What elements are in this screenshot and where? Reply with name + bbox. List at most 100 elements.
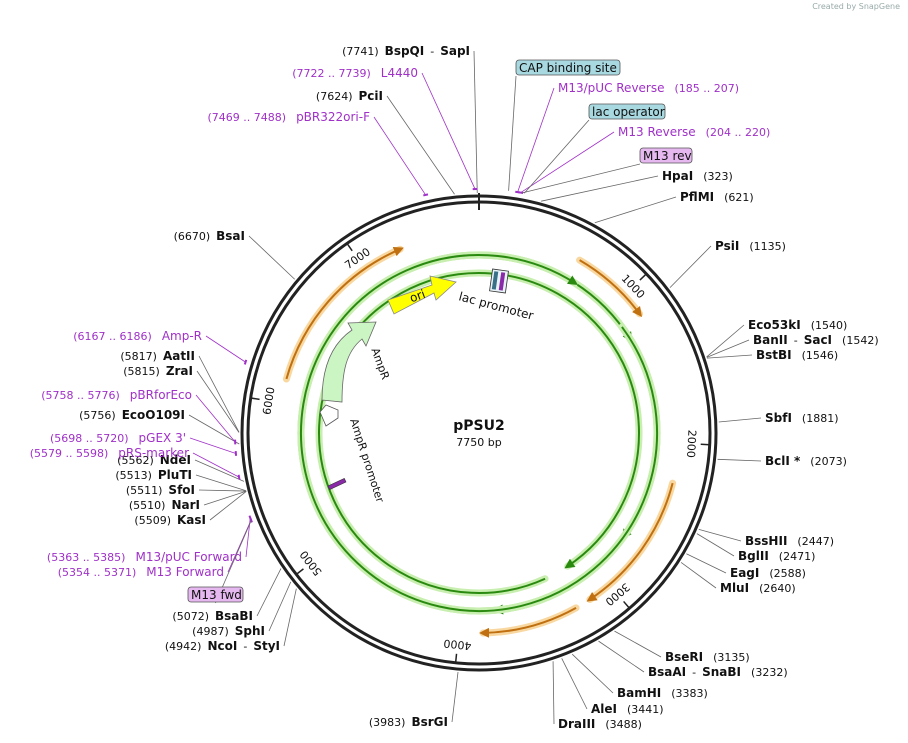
enzyme-label: (5756)EcoO109I: [79, 408, 185, 422]
primer-pbr322ori[interactable]: (7469 .. 7488)pBR322ori-F: [208, 110, 371, 124]
enzyme-leader: [541, 175, 659, 202]
ampr-label: AmpR: [368, 346, 392, 382]
primer-label: (5363 .. 5385)M13/pUC Forward: [47, 550, 242, 564]
enzyme-leader: [283, 588, 297, 647]
enzyme-site-bseri[interactable]: BseRI(3135): [665, 650, 750, 664]
enzyme-leader: [198, 355, 240, 433]
enzyme-label: PsiI(1135): [715, 239, 786, 253]
enzyme-label: BglII(2471): [738, 549, 815, 563]
tick-mark: [295, 568, 304, 575]
enzyme-leader: [706, 324, 745, 358]
enzyme-label: MluI(2640): [720, 581, 796, 595]
orf-orange-bottom[interactable]: [479, 606, 577, 638]
enzyme-leader: [188, 414, 240, 445]
feature-box: [187, 586, 244, 603]
enzyme-site-draiii[interactable]: DraIII(3488): [558, 717, 642, 731]
enzyme-site-sfoi[interactable]: (5511)SfoI: [126, 483, 195, 497]
feature-leader: [523, 119, 590, 194]
primer-pgex3[interactable]: (5698 .. 5720)pGEX 3': [50, 431, 186, 445]
primer-prs-marker[interactable]: (5579 .. 5598)pRS-marker: [30, 446, 189, 460]
enzyme-site-bamhi[interactable]: BamHI(3383): [617, 686, 708, 700]
orf-green-top[interactable]: [300, 254, 658, 612]
enzyme-label: (5510)NarI: [129, 498, 200, 512]
primer-m13-rev[interactable]: M13 Reverse(204 .. 220): [618, 125, 770, 139]
enzyme-site-bglii[interactable]: BglII(2471): [738, 549, 815, 563]
enzyme-site-bsaai[interactable]: BsaAI-SnaBI(3232): [648, 665, 788, 679]
enzyme-leader: [706, 354, 753, 359]
enzyme-label: (7741)BspQI-SapI: [342, 44, 470, 58]
primer-pbrforeco[interactable]: (5758 .. 5776)pBRforEco: [41, 388, 192, 402]
plasmid-name: pPSU2: [453, 418, 504, 434]
enzyme-site-alei[interactable]: AleI(3441): [591, 702, 664, 716]
lac-promoter-label: lac promoter: [457, 289, 535, 322]
enzyme-site-kasi[interactable]: (5509)KasI: [134, 513, 206, 527]
primer-m13puc-fwd[interactable]: (5363 .. 5385)M13/pUC Forward: [47, 550, 242, 564]
enzyme-leader: [696, 533, 735, 557]
enzyme-leader: [717, 458, 762, 462]
enzyme-site-banii[interactable]: BanII-SacI(1542): [753, 333, 879, 347]
enzyme-site-bstbi[interactable]: BstBI(1546): [756, 348, 838, 362]
orf-orange-right[interactable]: [586, 482, 674, 602]
tick-label: 6000: [260, 386, 277, 416]
boxed-feature-m13fwd[interactable]: M13 fwd: [187, 586, 244, 603]
enzyme-site-bsabi[interactable]: (5072)BsaBI: [172, 609, 253, 623]
feature-box-label: CAP binding site: [519, 61, 617, 75]
enzyme-site-zrai[interactable]: (5815)ZraI: [123, 364, 193, 378]
enzyme-layer: (7741)BspQI-SapI (7624)PciI HpaI(323) PflMI…: [79, 44, 878, 731]
enzyme-site-sphi[interactable]: (4987)SphI: [192, 624, 265, 638]
enzyme-site-pcii[interactable]: (7624)PciI: [316, 89, 383, 103]
primer-m13-fwd[interactable]: (5354 .. 5371)M13 Forward: [58, 565, 224, 579]
enzyme-leader: [248, 235, 295, 280]
orf-orange-top[interactable]: [579, 259, 642, 318]
enzyme-leader: [195, 474, 247, 492]
enzyme-site-psii[interactable]: PsiI(1135): [715, 239, 786, 253]
primer-leader: [192, 452, 240, 478]
enzyme-site-sbfi[interactable]: SbfI(1881): [765, 411, 839, 425]
enzyme-label: EagI(2588): [730, 566, 806, 580]
primer-label: (7469 .. 7488)pBR322ori-F: [208, 110, 371, 124]
enzyme-label: BseRI(3135): [665, 650, 750, 664]
enzyme-site-bsshii[interactable]: BssHII(2447): [745, 534, 834, 548]
enzyme-site-mlui[interactable]: MluI(2640): [720, 581, 796, 595]
tick-label: 2000: [684, 429, 698, 458]
boxed-feature-lacop[interactable]: lac operator: [588, 103, 666, 120]
primer-label: (5698 .. 5720)pGEX 3': [50, 431, 186, 445]
ori-feature[interactable]: ori: [387, 275, 457, 315]
orf-orange-left[interactable]: [285, 246, 404, 380]
enzyme-label: (5511)SfoI: [126, 483, 195, 497]
orf-green-inner[interactable]: [318, 272, 641, 594]
primer-l4440[interactable]: (7722 .. 7739)L4440: [292, 66, 418, 80]
enzyme-site-eagi[interactable]: EagI(2588): [730, 566, 806, 580]
ori-label: ori: [408, 287, 427, 305]
enzyme-leader: [386, 95, 455, 195]
enzyme-leader: [561, 658, 588, 710]
primer-amp-r[interactable]: (6167 .. 6186)Amp-R: [73, 329, 202, 343]
primer-leader: [520, 131, 615, 193]
boxed-feature-m13rev[interactable]: M13 rev: [639, 147, 693, 164]
enzyme-site-bcli[interactable]: BclI *(2073): [765, 454, 847, 468]
enzyme-leader: [451, 672, 459, 723]
primer-label: M13 Reverse(204 .. 220): [618, 125, 770, 139]
enzyme-site-nari[interactable]: (5510)NarI: [129, 498, 200, 512]
enzyme-site-pluti[interactable]: (5513)PluTI: [115, 468, 192, 482]
enzyme-label: (5513)PluTI: [115, 468, 192, 482]
enzyme-site-eco53ki[interactable]: Eco53kI(1540): [748, 318, 847, 332]
enzyme-label: PflMI(621): [680, 190, 754, 204]
enzyme-site-bsai[interactable]: (6670)BsaI: [174, 229, 245, 243]
feature-leader: [508, 75, 517, 191]
enzyme-site-aatii[interactable]: (5817)AatII: [120, 349, 195, 363]
tick-label: 4000: [443, 637, 472, 653]
enzyme-site-hpai[interactable]: HpaI(323): [662, 169, 733, 183]
enzyme-leader: [196, 370, 240, 433]
enzyme-site-ncoi[interactable]: (4942)NcoI-StyI: [165, 639, 280, 653]
enzyme-site-bsrgi[interactable]: (3983)BsrGI: [369, 715, 448, 729]
enzyme-label: SbfI(1881): [765, 411, 839, 425]
primer-m13puc-rev[interactable]: M13/pUC Reverse(185 .. 207): [558, 81, 739, 95]
enzyme-site-eco0109i[interactable]: (5756)EcoO109I: [79, 408, 185, 422]
enzyme-site-bspqi[interactable]: (7741)BspQI-SapI: [342, 44, 470, 58]
enzyme-leader: [256, 568, 282, 617]
enzyme-site-pflmi[interactable]: PflMI(621): [680, 190, 754, 204]
enzyme-site-ndei[interactable]: (5562)NdeI: [117, 453, 191, 467]
boxed-feature-cap[interactable]: CAP binding site: [515, 59, 621, 76]
